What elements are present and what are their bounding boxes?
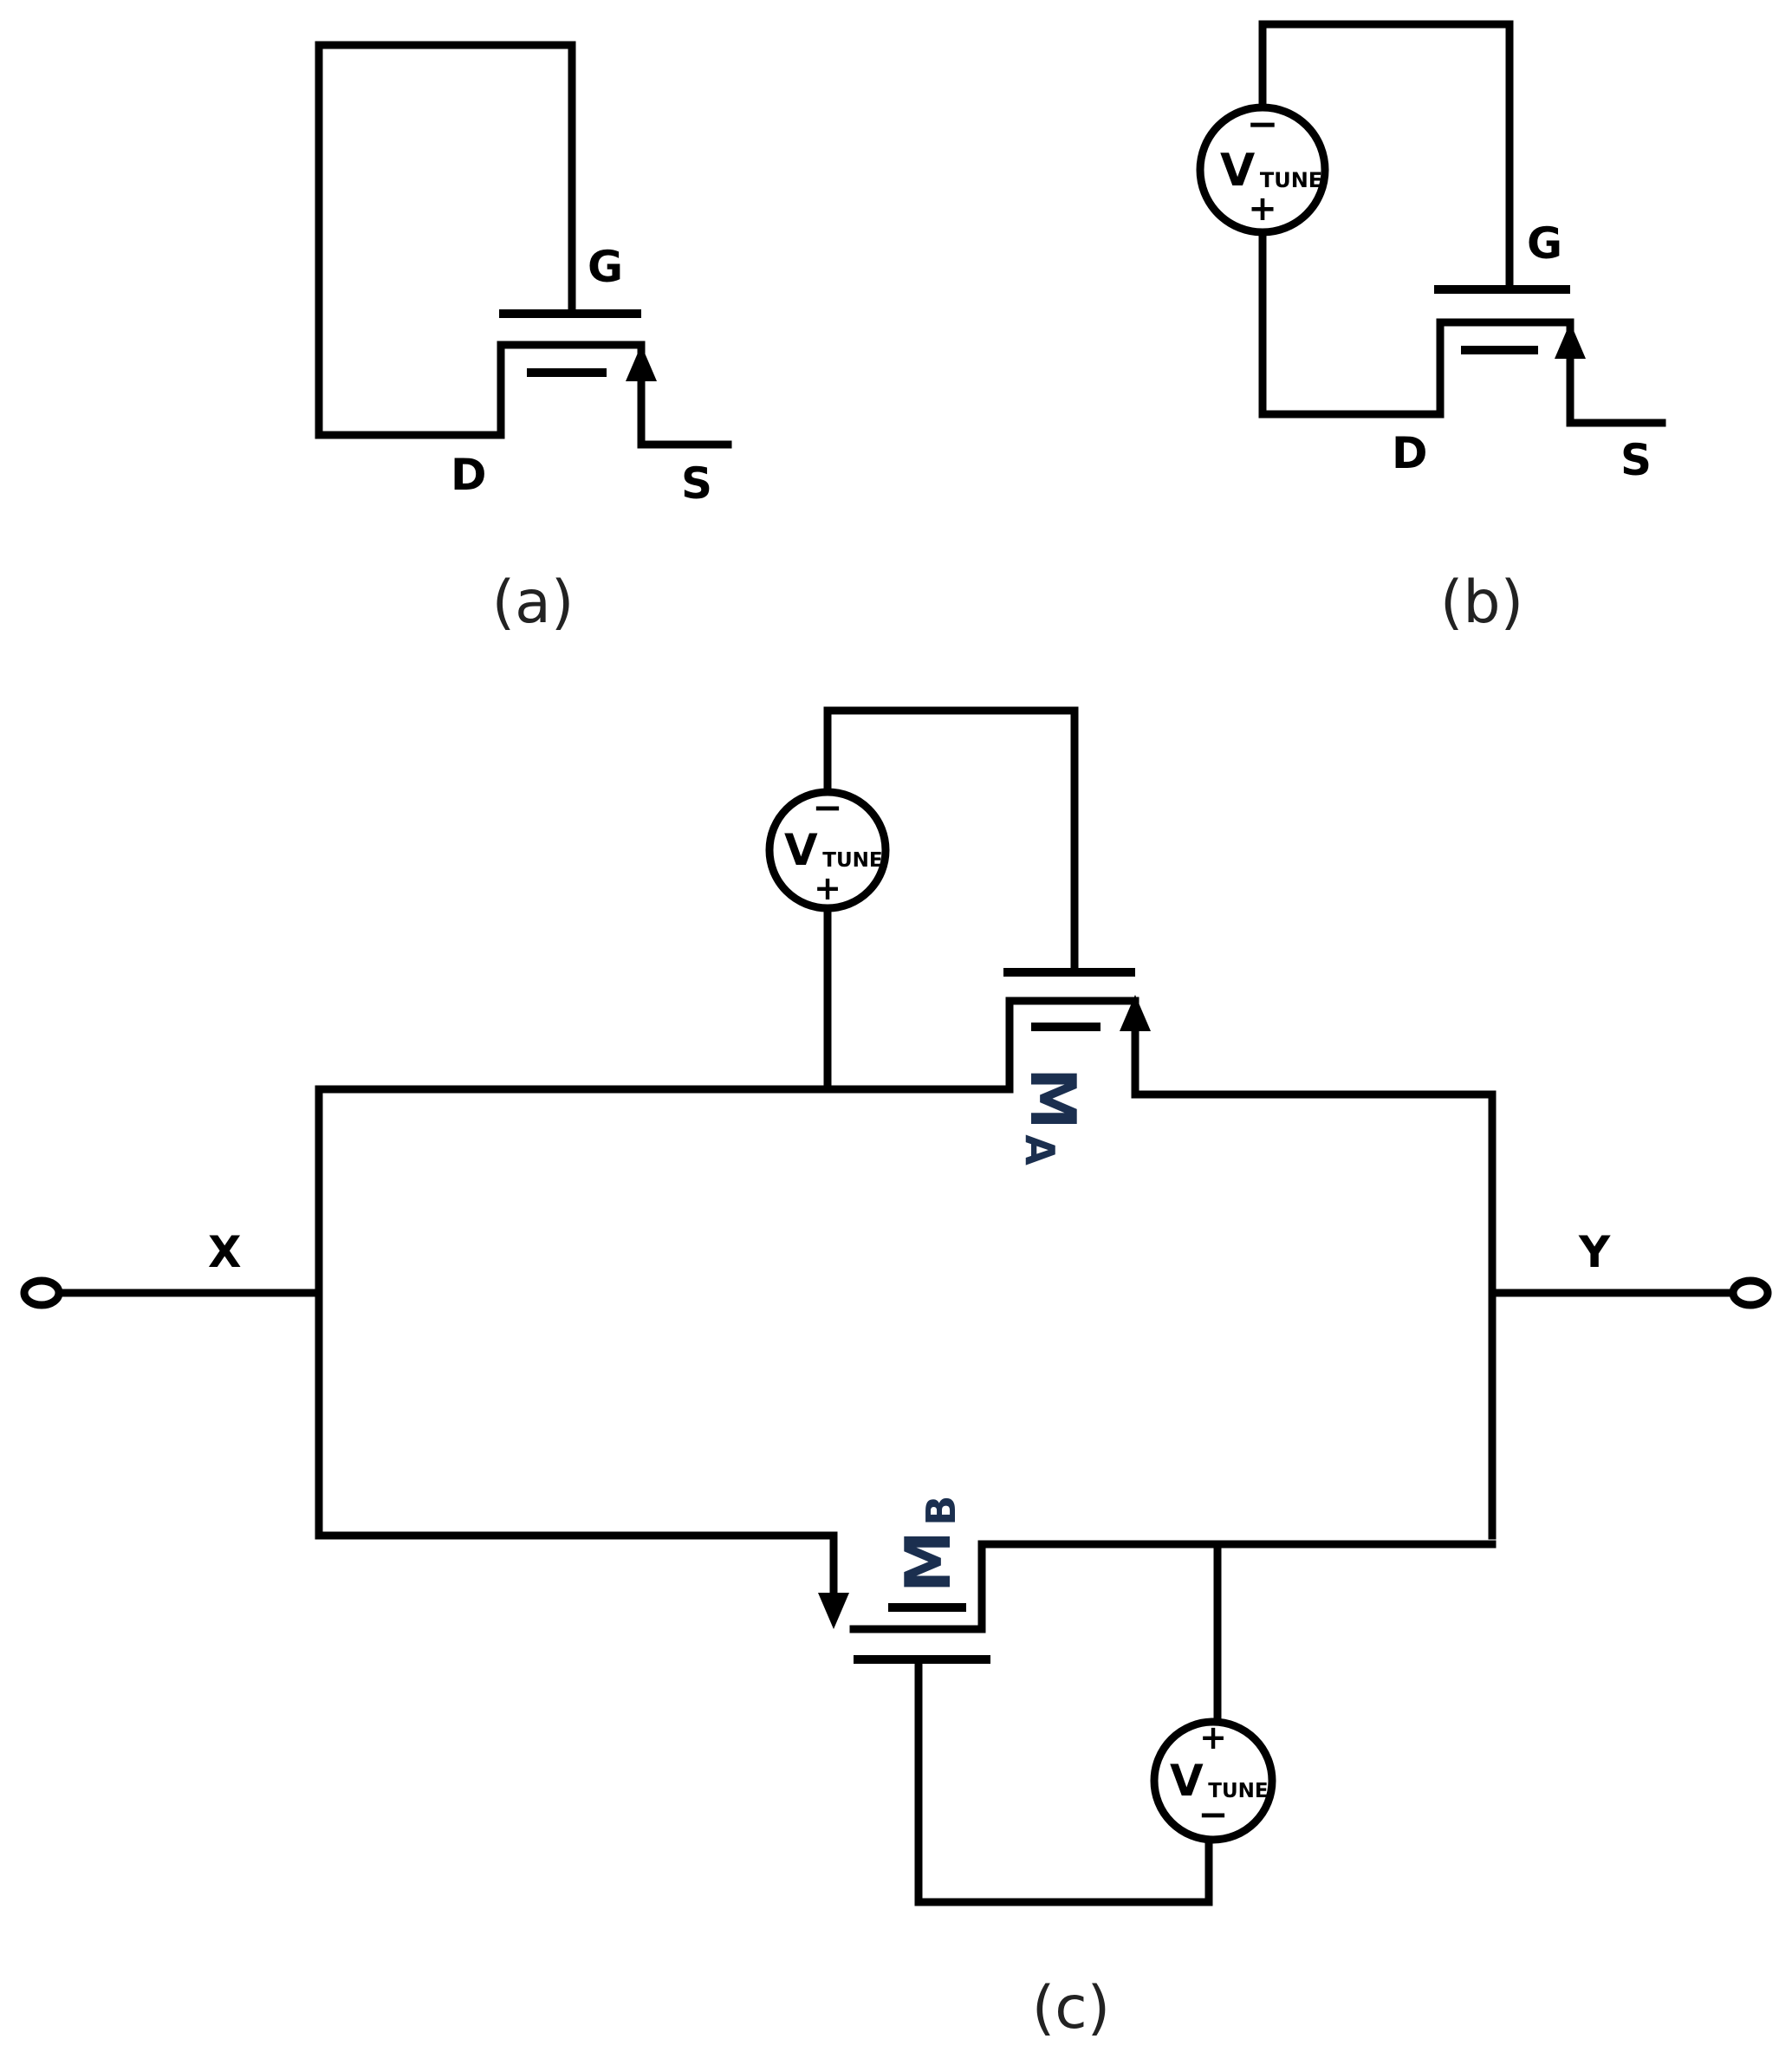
panel-a-source-arrow [626, 345, 657, 381]
top-vtune-source: − V TUNE + [765, 786, 890, 912]
top-vtune-minus-sign: − [812, 786, 842, 828]
top-vtune-sub: TUNE [822, 849, 882, 872]
bottom-vtune-label: V TUNE [1170, 1756, 1269, 1806]
panel-b-gate-wire [1258, 20, 1514, 294]
lower-branch-right-wire [849, 1540, 1497, 1633]
panel-b-vtune-circle [1196, 103, 1329, 237]
panel-b-gate-label: G [1527, 218, 1562, 269]
panel-b-source-label: S [1620, 435, 1652, 485]
terminal-x[interactable] [20, 1276, 63, 1309]
ma-label-main: M [1016, 1068, 1089, 1130]
panel-b-caption: (b) [1440, 568, 1523, 637]
panel-b-vtune-source: − V TUNE + [1196, 102, 1329, 237]
node-x-label: X [208, 1227, 242, 1277]
lower-branch-left-wire [315, 1531, 838, 1594]
bottom-vtune-main: V [1170, 1756, 1204, 1806]
bottom-vtune-sub: TUNE [1208, 1780, 1268, 1802]
top-vtune-plus-sign: + [814, 869, 841, 907]
transistor-mb: M B [818, 1496, 990, 1664]
panel-b-vtune-label: V TUNE [1220, 145, 1322, 197]
panel-a-caption: (a) [492, 568, 575, 637]
mb-label-main: M [892, 1530, 964, 1593]
ma-label: M A [1016, 1068, 1089, 1166]
mb-arrow [818, 1593, 849, 1629]
panel-a-drain-label: D [451, 450, 487, 500]
panel-b-source-wire [1566, 353, 1666, 427]
ma-gate-wire [823, 706, 1079, 977]
bottom-vtune-minus-sign: − [1198, 1793, 1228, 1835]
panel-a-gate-label: G [588, 242, 623, 292]
upper-branch-right-wire [1131, 1025, 1497, 1540]
bottom-vtune-circle [1150, 1718, 1276, 1844]
mb-gate-wire [914, 1655, 1213, 1906]
panel-a-gate-drain-wire [315, 41, 646, 439]
mb-label-sub: B [918, 1496, 964, 1526]
panel-b-drain-wire [1258, 228, 1574, 419]
bottom-vtune-plus-sign: + [1199, 1718, 1227, 1757]
ma-source-arrow [1120, 995, 1151, 1031]
mb-label: M B [892, 1496, 964, 1593]
panel-a-source-label: S [681, 458, 712, 509]
node-y-label: Y [1578, 1227, 1611, 1277]
panel-c: X Y M A − V TUNE + [20, 706, 1772, 2042]
panel-a-source-wire [637, 375, 732, 449]
panel-a: G D S (a) [315, 41, 732, 637]
panel-b-vtune-minus-sign: − [1247, 102, 1279, 146]
panel-b-vtune-main: V [1220, 145, 1255, 197]
panel-b-vtune-sub: TUNE [1260, 168, 1322, 192]
panel-b-drain-label: D [1392, 428, 1428, 478]
ma-label-sub: A [1016, 1134, 1063, 1166]
top-vtune-label: V TUNE [784, 825, 883, 875]
top-vtune-circle [765, 788, 890, 912]
panel-b-vtune-plus-sign: + [1248, 189, 1277, 229]
panel-c-caption: (c) [1032, 1974, 1110, 2042]
panel-b-source-arrow [1555, 322, 1586, 359]
bottom-vtune-source: + V TUNE − [1150, 1718, 1276, 1844]
terminal-y[interactable] [1729, 1276, 1772, 1309]
upper-branch-left-wire [315, 997, 1139, 1540]
panel-b: − V TUNE + G D S (b) [1196, 20, 1666, 637]
top-vtune-main: V [784, 825, 818, 875]
transistor-ma: M A [1003, 968, 1151, 1166]
